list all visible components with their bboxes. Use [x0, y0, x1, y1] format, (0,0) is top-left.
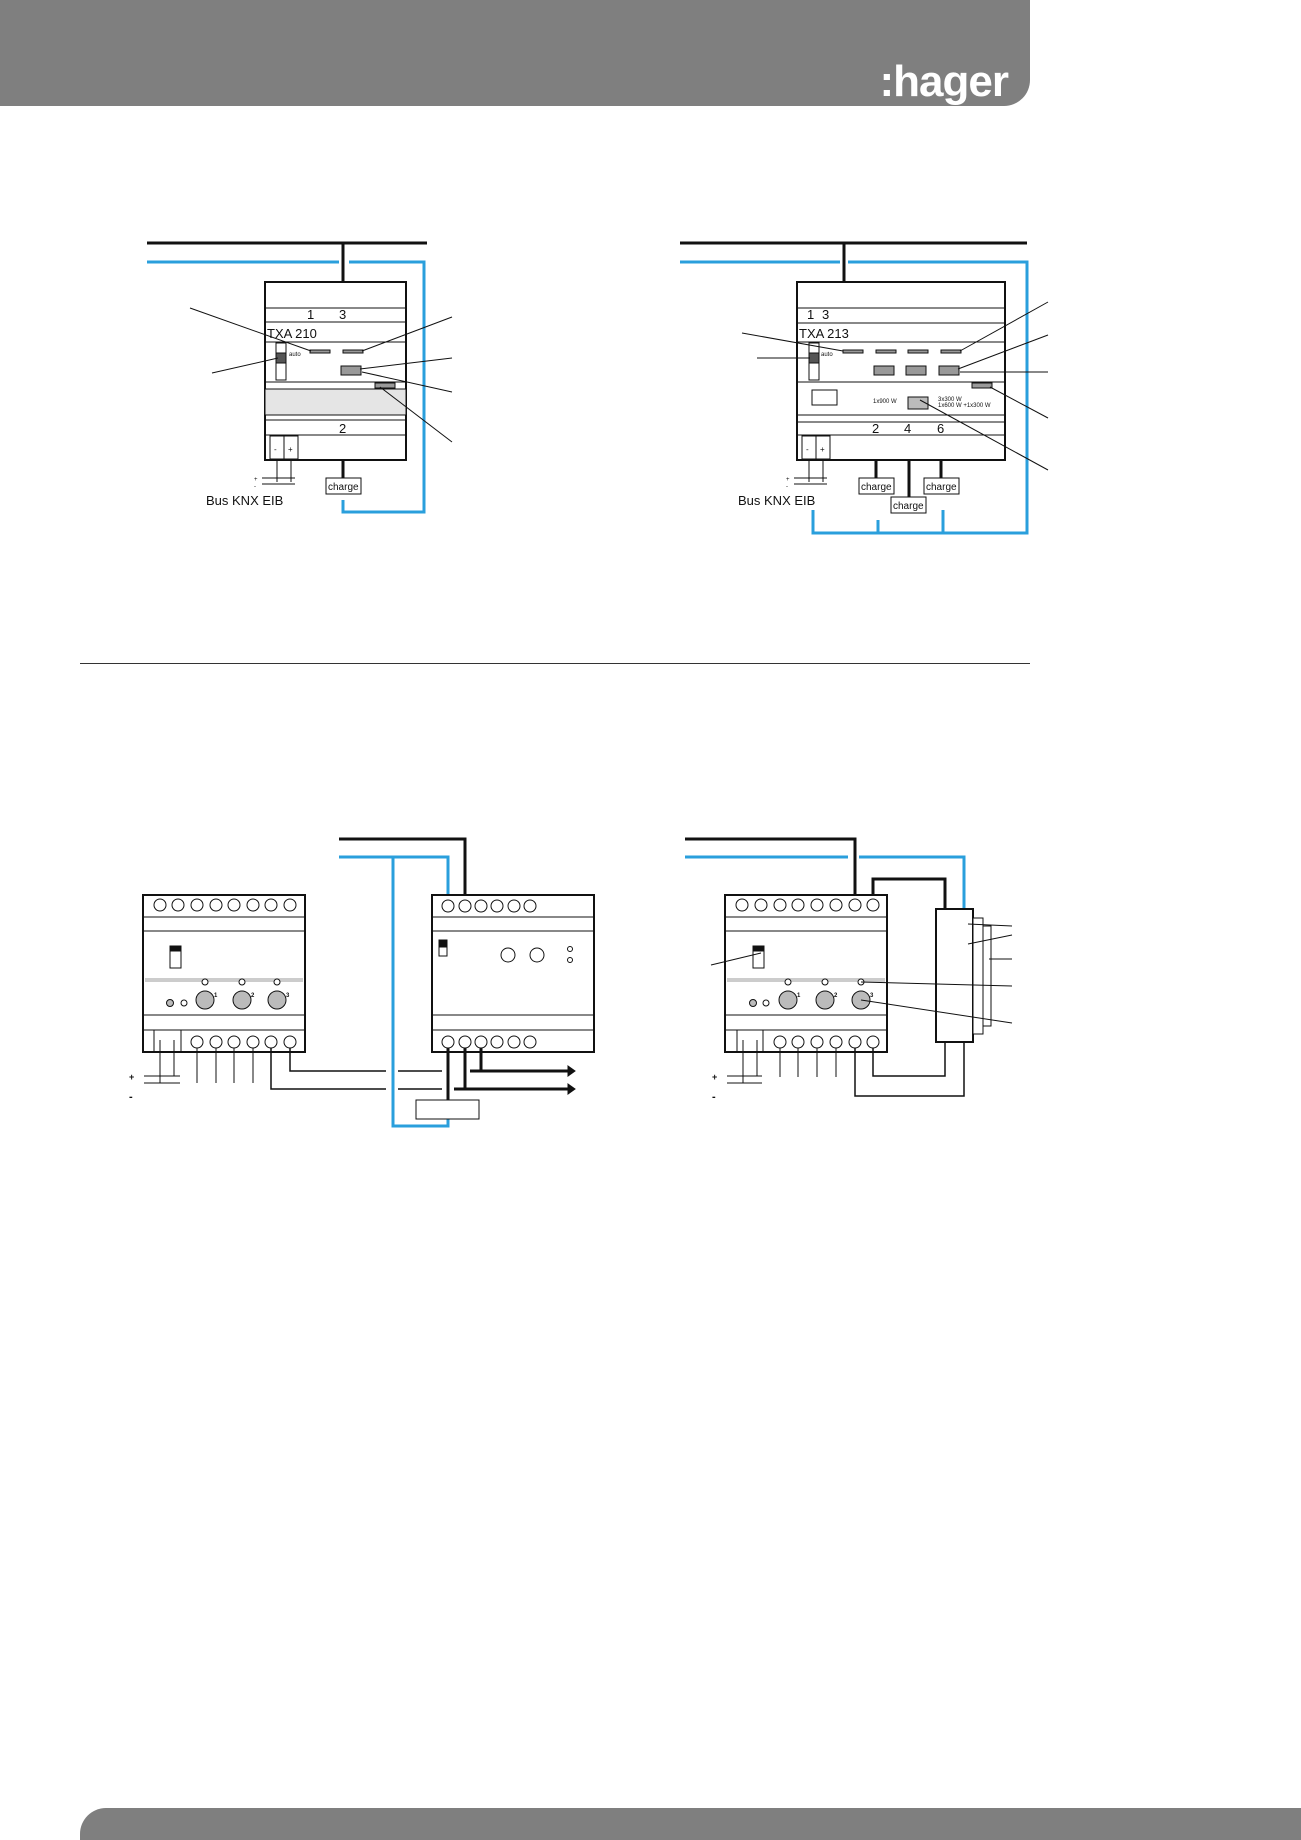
button-1-label: 1 — [797, 993, 801, 999]
bus-plus: + — [254, 477, 258, 483]
bus-plus: + — [786, 477, 790, 483]
button-3-label: 3 — [870, 993, 874, 999]
mode-1x600-label: 1x600 W +1x300 W — [938, 403, 991, 409]
model-label: TXA 213 — [799, 326, 849, 341]
terminal-4-label: 4 — [904, 421, 911, 436]
terminal-3-label: 3 — [822, 307, 829, 322]
bus-label: Bus KNX EIB — [206, 493, 283, 508]
bus-label: Bus KNX EIB — [738, 493, 815, 508]
load-label-1: charge — [861, 482, 892, 493]
diagram-bottom-left — [142, 837, 595, 1128]
load-label-3: charge — [926, 482, 957, 493]
terminal-6-label: 6 — [937, 421, 944, 436]
auto-label: auto — [289, 352, 301, 358]
terminal-2-label: 2 — [339, 421, 346, 436]
load-label: charge — [328, 482, 359, 493]
minus-label: - — [274, 445, 277, 454]
page-header: :hager — [0, 0, 1030, 106]
button-3-label: 3 — [286, 993, 290, 999]
model-label: TXA 210 — [267, 326, 317, 341]
button-2-label: 2 — [251, 993, 255, 999]
supply-plus: + — [129, 1072, 134, 1082]
plus-label: + — [820, 445, 825, 454]
bus-minus: - — [786, 484, 788, 490]
terminal-1-label: 1 — [307, 307, 314, 322]
button-1-label: 1 — [214, 993, 218, 999]
diagram-bottom-right — [685, 837, 1013, 1097]
minus-label: - — [806, 445, 809, 454]
terminal-1-label: 1 — [807, 307, 814, 322]
hager-logo: :hager — [879, 57, 1009, 106]
supply-plus: + — [712, 1072, 717, 1082]
auto-label: auto — [821, 352, 833, 358]
mode-3x300-label: 3x300 W — [938, 397, 962, 403]
section-divider — [80, 663, 1030, 664]
button-2-label: 2 — [834, 993, 838, 999]
page-footer — [80, 1808, 1301, 1840]
load-label-2: charge — [893, 501, 924, 512]
terminal-3-label: 3 — [339, 307, 346, 322]
supply-minus: - — [712, 1091, 716, 1103]
bus-minus: - — [254, 484, 256, 490]
supply-minus: - — [129, 1091, 133, 1103]
plus-label: + — [288, 445, 293, 454]
mode-1x900-label: 1x900 W — [873, 399, 897, 405]
terminal-2-label: 2 — [872, 421, 879, 436]
diagram-txa210 — [147, 241, 453, 514]
diagram-txa213 — [680, 241, 1049, 535]
